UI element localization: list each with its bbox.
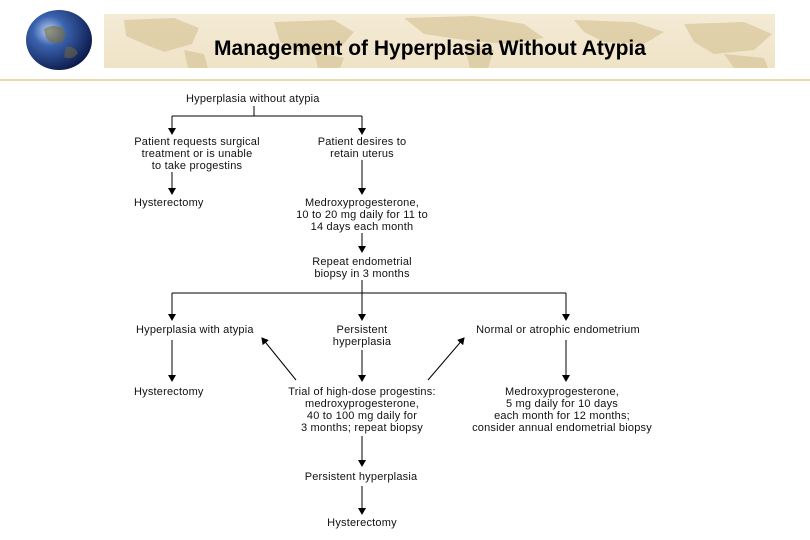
node-hysterectomy-2: Hysterectomy — [134, 386, 204, 398]
node-medroxyprogesterone-2: Medroxyprogesterone, 5 mg daily for 10 d… — [472, 386, 652, 434]
title-banner — [104, 14, 775, 68]
node-trial-high-dose: Trial of high-dose progestins: medroxypr… — [288, 386, 436, 434]
node-hysterectomy-3: Hysterectomy — [327, 517, 397, 529]
node-hyperplasia-atypia: Hyperplasia with atypia — [136, 324, 254, 336]
node-persistent-hyperplasia-2: Persistent hyperplasia — [304, 471, 418, 483]
node-repeat-biopsy: Repeat endometrial biopsy in 3 months — [312, 256, 412, 280]
node-retain-uterus: Patient desires to retain uterus — [317, 136, 407, 160]
node-surgical-request: Patient requests surgical treatment or i… — [134, 136, 260, 172]
header-divider — [0, 79, 810, 81]
world-map-decoration — [124, 16, 772, 68]
globe-icon — [26, 10, 92, 70]
node-persistent-hyperplasia: Persistent hyperplasia — [332, 324, 392, 348]
node-medroxyprogesterone-1: Medroxyprogesterone, 10 to 20 mg daily f… — [296, 197, 428, 233]
node-hysterectomy-1: Hysterectomy — [134, 197, 204, 209]
node-root: Hyperplasia without atypia — [186, 93, 320, 105]
page-title: Management of Hyperplasia Without Atypia — [214, 37, 646, 60]
node-normal-atrophic: Normal or atrophic endometrium — [476, 324, 640, 336]
